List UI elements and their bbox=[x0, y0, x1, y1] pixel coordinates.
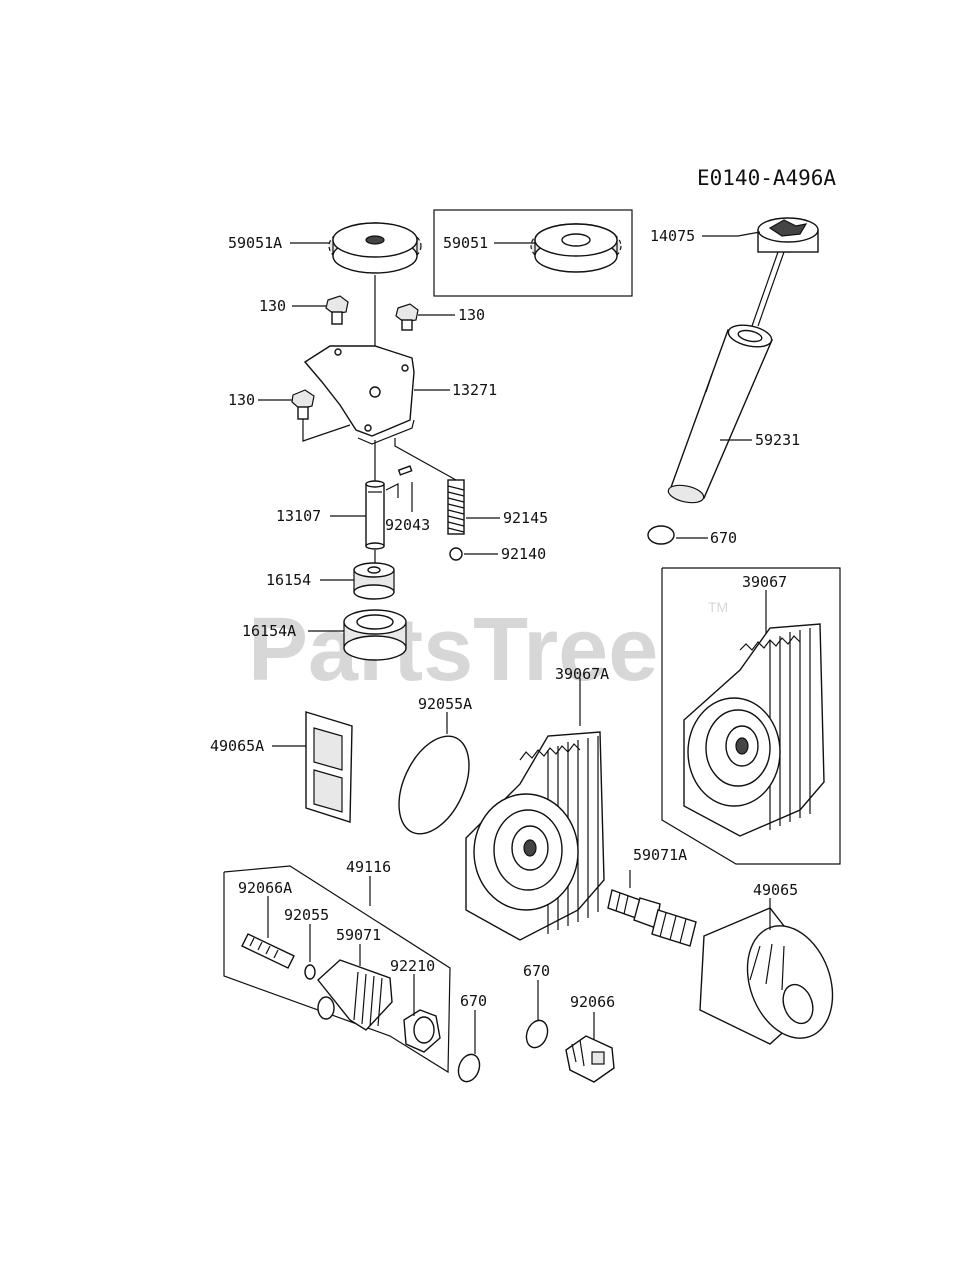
watermark-text: PartsTree bbox=[248, 600, 658, 700]
oring-670-a[interactable] bbox=[647, 525, 675, 545]
fitting-92066a[interactable] bbox=[241, 933, 295, 969]
oring-92055a[interactable] bbox=[385, 725, 483, 845]
oil-cooler-39067a[interactable] bbox=[465, 731, 605, 941]
bolt-130-a[interactable] bbox=[325, 295, 349, 325]
adapter-59071a[interactable] bbox=[607, 889, 697, 947]
outer-rotor-16154a[interactable] bbox=[343, 609, 407, 661]
dipstick-tube-59231[interactable] bbox=[667, 322, 774, 506]
oring-670-c[interactable] bbox=[523, 1017, 551, 1050]
oil-screen-49065a[interactable] bbox=[305, 711, 353, 823]
label-59231[interactable]: 59231 bbox=[755, 431, 800, 449]
nut-92210[interactable] bbox=[403, 1009, 441, 1053]
pump-cover-13271[interactable] bbox=[303, 345, 415, 445]
label-92055[interactable]: 92055 bbox=[284, 906, 329, 924]
inner-rotor-16154[interactable] bbox=[353, 562, 395, 600]
pin-92043[interactable] bbox=[397, 465, 413, 476]
label-130-a[interactable]: 130 bbox=[259, 297, 286, 315]
label-92055a[interactable]: 92055A bbox=[418, 695, 472, 713]
ball-92140[interactable] bbox=[449, 547, 463, 561]
label-59051a[interactable]: 59051A bbox=[228, 234, 282, 252]
label-13271[interactable]: 13271 bbox=[452, 381, 497, 399]
label-39067a[interactable]: 39067A bbox=[555, 665, 609, 683]
drain-plug-92066[interactable] bbox=[565, 1035, 615, 1083]
shaft-13107[interactable] bbox=[365, 480, 385, 550]
label-670-a[interactable]: 670 bbox=[710, 529, 737, 547]
gear-59051[interactable] bbox=[530, 223, 622, 273]
label-16154a[interactable]: 16154A bbox=[242, 622, 296, 640]
relief-valve-assy-box bbox=[223, 865, 451, 1074]
label-92210[interactable]: 92210 bbox=[390, 957, 435, 975]
label-92145[interactable]: 92145 bbox=[503, 509, 548, 527]
watermark-trademark: TM bbox=[708, 599, 728, 615]
oil-filter-49065[interactable] bbox=[699, 907, 847, 1050]
label-13107[interactable]: 13107 bbox=[276, 507, 321, 525]
label-130-b[interactable]: 130 bbox=[458, 306, 485, 324]
label-92140[interactable]: 92140 bbox=[501, 545, 546, 563]
label-49065a[interactable]: 49065A bbox=[210, 737, 264, 755]
alt-cooler-box bbox=[661, 567, 841, 865]
label-92043[interactable]: 92043 bbox=[385, 516, 430, 534]
label-92066[interactable]: 92066 bbox=[570, 993, 615, 1011]
fitting-59071[interactable] bbox=[317, 959, 393, 1031]
dipstick-14075[interactable] bbox=[751, 217, 819, 327]
bolt-130-c[interactable] bbox=[291, 389, 315, 420]
label-92066a[interactable]: 92066A bbox=[238, 879, 292, 897]
label-59071[interactable]: 59071 bbox=[336, 926, 381, 944]
diagram-code: E0140-A496A bbox=[697, 166, 836, 190]
label-130-c[interactable]: 130 bbox=[228, 391, 255, 409]
bolt-130-b[interactable] bbox=[395, 303, 419, 331]
gear-59051a[interactable] bbox=[328, 222, 422, 274]
label-16154[interactable]: 16154 bbox=[266, 571, 311, 589]
label-59071a[interactable]: 59071A bbox=[633, 846, 687, 864]
alt-gear-box bbox=[433, 209, 633, 297]
label-49116[interactable]: 49116 bbox=[346, 858, 391, 876]
oil-cooler-39067[interactable] bbox=[683, 623, 825, 837]
label-59051[interactable]: 59051 bbox=[443, 234, 488, 252]
label-39067[interactable]: 39067 bbox=[742, 573, 787, 591]
label-670-b[interactable]: 670 bbox=[460, 992, 487, 1010]
spring-92145[interactable] bbox=[447, 479, 465, 535]
oring-670-b[interactable] bbox=[455, 1051, 483, 1084]
label-14075[interactable]: 14075 bbox=[650, 227, 695, 245]
label-670-c[interactable]: 670 bbox=[523, 962, 550, 980]
label-49065[interactable]: 49065 bbox=[753, 881, 798, 899]
washer-92055[interactable] bbox=[304, 964, 316, 980]
